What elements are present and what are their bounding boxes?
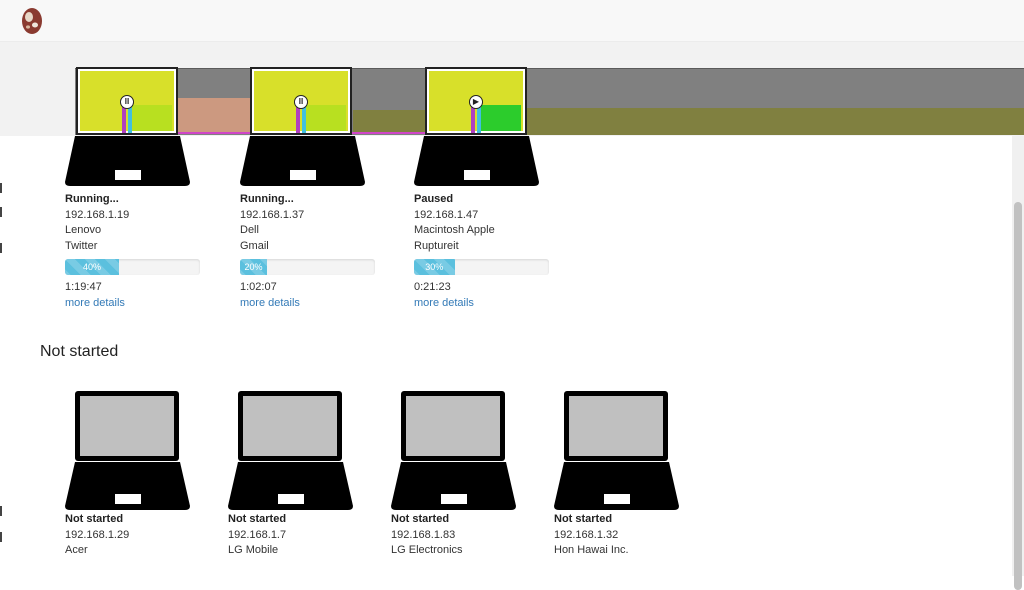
device-ip: 192.168.1.32 bbox=[554, 528, 619, 541]
device-status: Running... bbox=[240, 193, 294, 205]
device-elapsed-time: 1:19:47 bbox=[65, 281, 102, 294]
device-status: Not started bbox=[554, 513, 613, 525]
device-screen[interactable]: ▶ bbox=[425, 67, 527, 135]
device-card: Running... 192.168.1.37 Dell Gmail 20% 1… bbox=[240, 192, 375, 312]
device-status: Paused bbox=[414, 193, 454, 205]
vertical-scrollbar[interactable] bbox=[1012, 136, 1024, 590]
device-ip: 192.168.1.83 bbox=[391, 528, 456, 541]
laptop-icon[interactable] bbox=[228, 390, 353, 512]
device-card: Running... 192.168.1.19 Lenovo Twitter 4… bbox=[65, 192, 200, 312]
edge-mark bbox=[0, 532, 2, 542]
device-screen[interactable]: II bbox=[76, 67, 178, 135]
scrollbar-thumb[interactable] bbox=[1014, 202, 1022, 590]
progress-fill: 40% bbox=[65, 259, 119, 276]
device-card: Not started 192.168.1.32 Hon Hawai Inc. bbox=[554, 512, 629, 559]
device-card: Not started 192.168.1.29 Acer bbox=[65, 512, 129, 559]
device-brand: Acer bbox=[65, 544, 88, 557]
top-navbar bbox=[0, 0, 1024, 42]
edge-mark bbox=[0, 183, 2, 193]
device-brand: Hon Hawai Inc. bbox=[554, 544, 629, 557]
laptop-icon[interactable] bbox=[554, 390, 679, 512]
laptop-icon bbox=[65, 136, 190, 186]
progress-bar: 30% bbox=[414, 259, 549, 276]
device-status: Not started bbox=[391, 513, 450, 525]
device-screen[interactable]: II bbox=[250, 67, 352, 135]
preview-strip-olive-2 bbox=[353, 110, 425, 134]
more-details-link[interactable]: more details bbox=[65, 296, 125, 309]
device-brand: Lenovo bbox=[65, 224, 102, 237]
progress-bar: 40% bbox=[65, 259, 200, 276]
device-brand: Macintosh Apple bbox=[414, 224, 495, 237]
device-card: Paused 192.168.1.47 Macintosh Apple Rupt… bbox=[414, 192, 549, 312]
edge-mark bbox=[0, 506, 2, 516]
progress-fill: 30% bbox=[414, 259, 455, 276]
device-app: Gmail bbox=[240, 239, 269, 252]
pause-icon: II bbox=[294, 95, 308, 109]
progress-fill: 20% bbox=[240, 259, 267, 276]
device-status: Not started bbox=[65, 513, 124, 525]
easter-egg-logo-icon[interactable] bbox=[20, 5, 44, 35]
pause-icon: II bbox=[120, 95, 134, 109]
device-brand: LG Mobile bbox=[228, 544, 279, 557]
device-elapsed-time: 0:21:23 bbox=[414, 281, 451, 294]
device-ip: 192.168.1.37 bbox=[240, 208, 305, 221]
laptop-icon[interactable] bbox=[391, 390, 516, 512]
device-app: Twitter bbox=[65, 239, 98, 252]
play-icon: ▶ bbox=[469, 95, 483, 109]
device-brand: LG Electronics bbox=[391, 544, 463, 557]
device-ip: 192.168.1.47 bbox=[414, 208, 479, 221]
device-status: Running... bbox=[65, 193, 119, 205]
device-ip: 192.168.1.19 bbox=[65, 208, 130, 221]
more-details-link[interactable]: more details bbox=[414, 296, 474, 309]
section-title-not-started: Not started bbox=[40, 343, 119, 360]
laptop-icon bbox=[414, 136, 539, 186]
device-ip: 192.168.1.7 bbox=[228, 528, 287, 541]
device-elapsed-time: 1:02:07 bbox=[240, 281, 277, 294]
device-card: Not started 192.168.1.7 LG Mobile bbox=[228, 512, 286, 559]
laptop-icon[interactable] bbox=[65, 390, 190, 512]
laptop-icon bbox=[240, 136, 365, 186]
progress-bar: 20% bbox=[240, 259, 375, 276]
device-brand: Dell bbox=[240, 224, 259, 237]
edge-mark bbox=[0, 243, 2, 253]
device-status: Not started bbox=[228, 513, 287, 525]
device-card: Not started 192.168.1.83 LG Electronics bbox=[391, 512, 463, 559]
preview-strip-olive bbox=[527, 108, 1024, 135]
preview-strip-pink bbox=[178, 98, 252, 134]
more-details-link[interactable]: more details bbox=[240, 296, 300, 309]
edge-mark bbox=[0, 207, 2, 217]
device-app: Ruptureit bbox=[414, 239, 459, 252]
device-ip: 192.168.1.29 bbox=[65, 528, 130, 541]
